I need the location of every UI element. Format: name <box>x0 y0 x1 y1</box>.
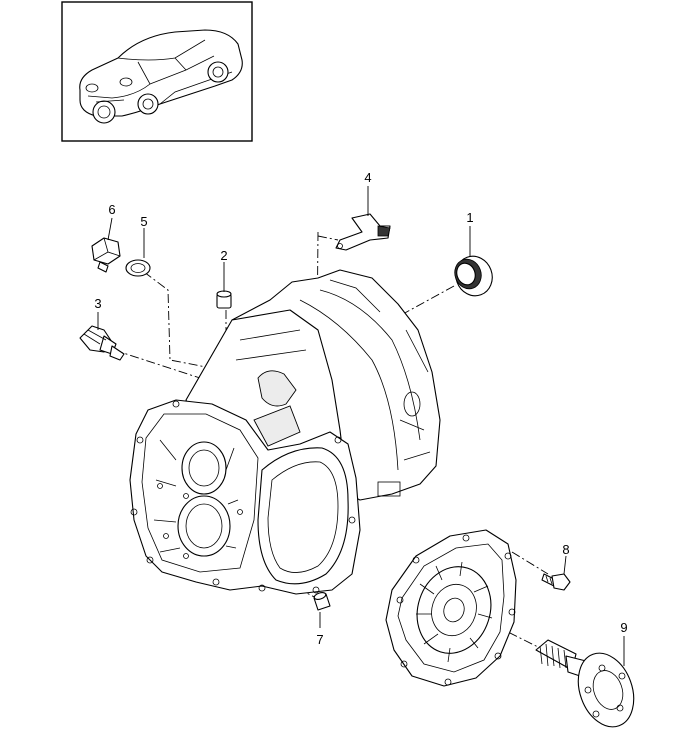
cover-plate[interactable] <box>385 529 517 687</box>
callout-7[interactable]: 7 <box>316 632 323 647</box>
flange-shaft[interactable] <box>535 639 643 735</box>
callout-5[interactable]: 5 <box>140 214 147 229</box>
gearbox-housing[interactable] <box>129 269 441 595</box>
callout-3[interactable]: 3 <box>94 296 101 311</box>
callout-8[interactable]: 8 <box>562 542 569 557</box>
callout-1[interactable]: 1 <box>466 210 473 225</box>
callout-2[interactable]: 2 <box>220 248 227 263</box>
bracket-clip[interactable] <box>335 213 391 251</box>
callouts: 1 2 3 4 5 6 7 8 9 <box>94 170 627 647</box>
leader-lines <box>97 186 625 666</box>
callout-4[interactable]: 4 <box>364 170 371 185</box>
dowel-pin[interactable] <box>313 591 331 611</box>
screw-plug[interactable] <box>91 237 121 273</box>
sensor-switch[interactable] <box>79 325 125 361</box>
car-icon <box>79 29 243 124</box>
callout-6[interactable]: 6 <box>108 202 115 217</box>
dowel-sleeve[interactable] <box>216 290 232 309</box>
callout-9[interactable]: 9 <box>620 620 627 635</box>
sealing-ring[interactable] <box>125 259 151 277</box>
vehicle-thumbnail[interactable] <box>61 1 253 142</box>
shaft-seal[interactable] <box>450 251 498 301</box>
hex-bolt[interactable] <box>541 573 571 591</box>
